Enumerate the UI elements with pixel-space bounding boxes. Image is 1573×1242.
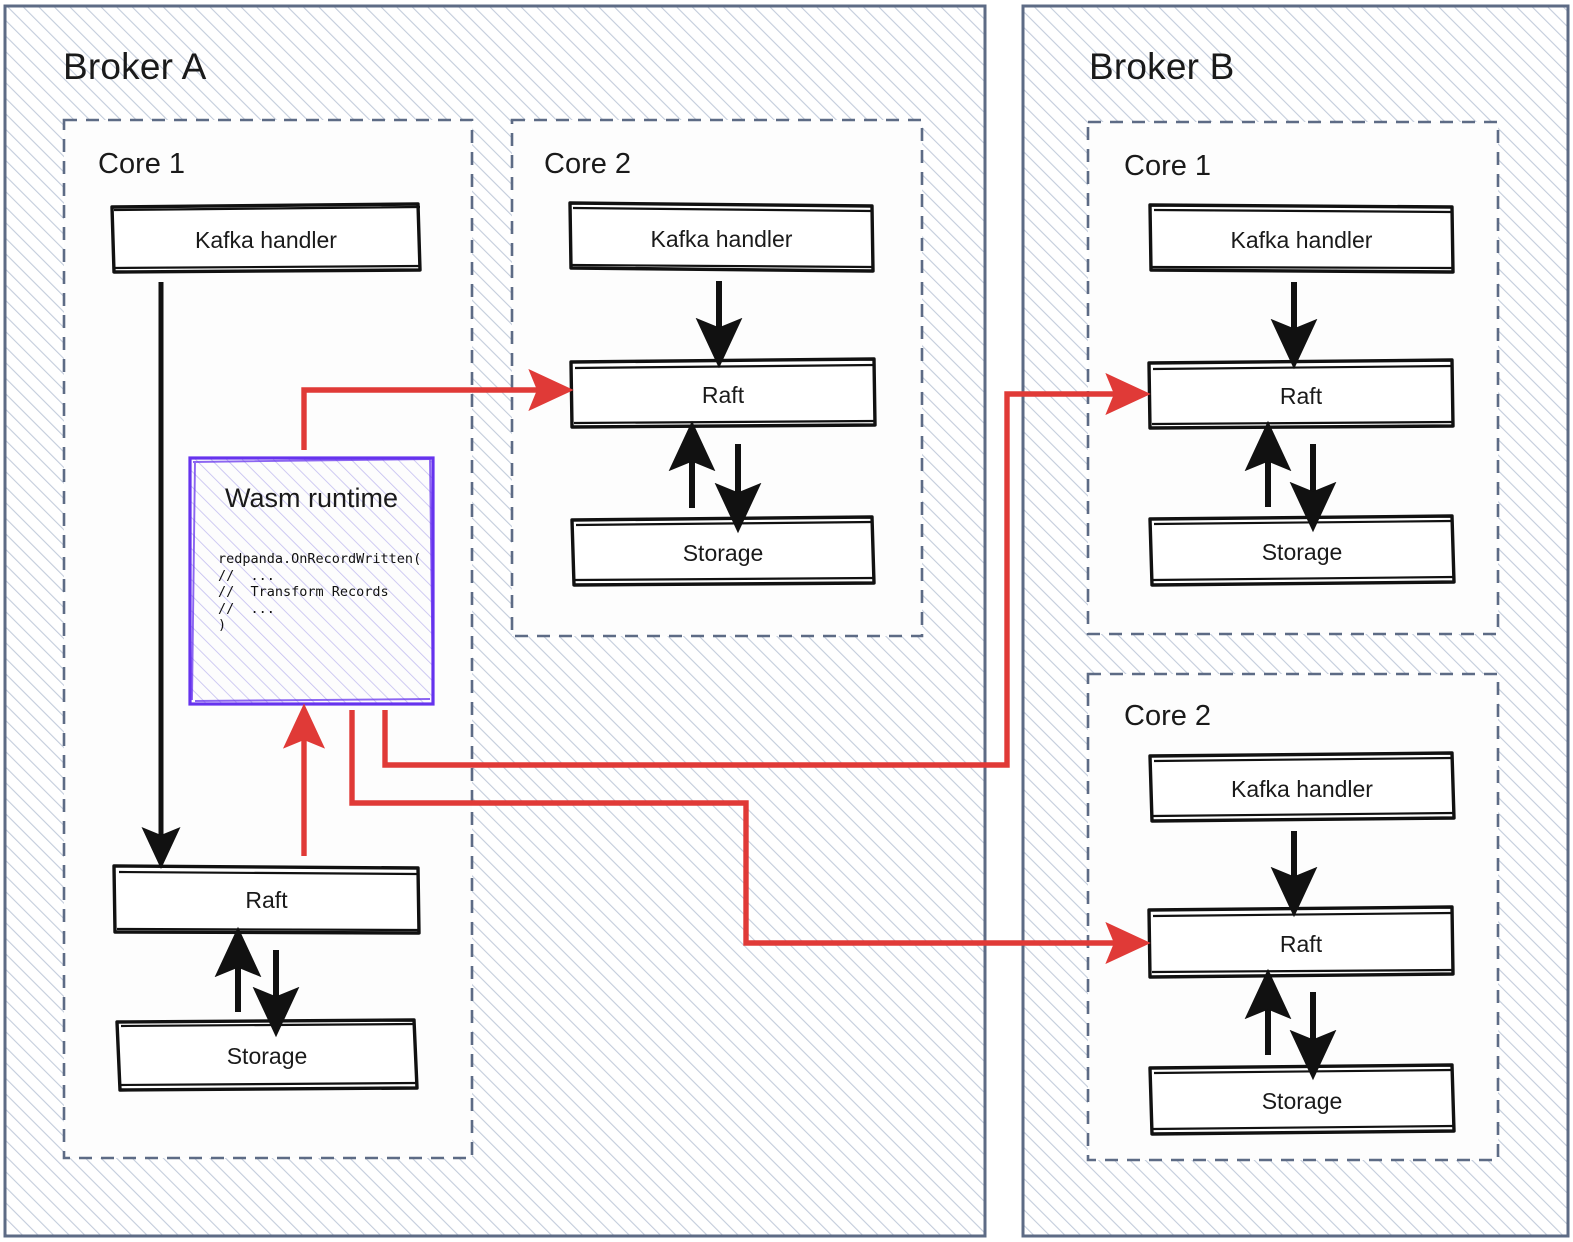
a-core1-wasm-runtime-box	[188, 456, 435, 706]
a-core1-raft-box	[112, 864, 421, 935]
wasm-to-b-core1-raft-arrow	[382, 372, 1151, 768]
a-core2-storage-box	[570, 515, 876, 587]
a-core2-kafka-handler-box	[568, 201, 875, 273]
b-core2-storage-box	[1148, 1063, 1456, 1136]
b-core1-kafka-handler-box	[1148, 203, 1455, 274]
a-core2-raft-box	[569, 357, 877, 429]
b-core2-raft-box	[1147, 905, 1455, 979]
b-core2-kafka-handler-box	[1148, 751, 1456, 823]
wasm-to-b-core2-raft-arrow	[349, 710, 1151, 965]
b-core1-raft-box	[1147, 358, 1455, 430]
b-core1-storage-box	[1148, 514, 1456, 587]
a-core1-kafka-handler-box	[110, 202, 422, 274]
a-core1-storage-box	[115, 1018, 419, 1092]
wasm-to-a-core2-raft-arrow	[301, 368, 574, 450]
